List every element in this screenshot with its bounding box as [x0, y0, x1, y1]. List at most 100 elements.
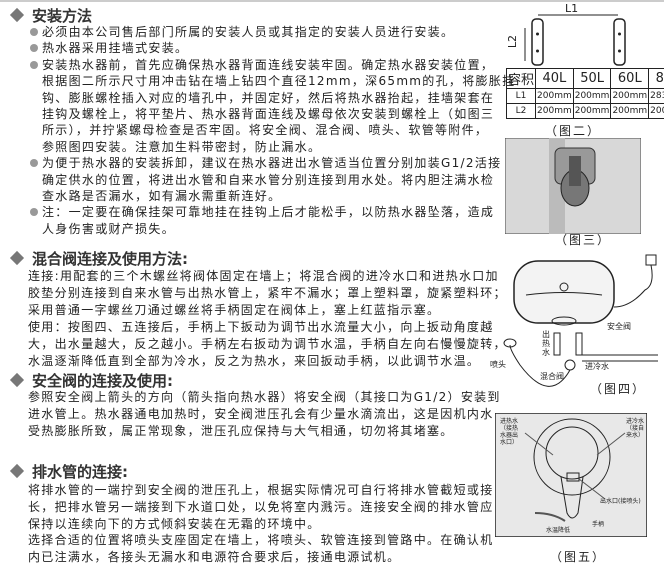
section-title-drain-pipe: 排水管的连接:	[8, 461, 128, 482]
diamond-bullet-icon	[9, 250, 25, 266]
line-text: 采用普通一字螺丝刀通过螺丝将手柄固定在阀体上，塞上红蓝指示塞。	[28, 303, 441, 317]
paragraph-line: 注：一定要在确保挂架可靠地挂在挂钩上后才能松手，以防热水器坠落，造成	[30, 204, 494, 220]
line-text: 受热膨胀所致，属正常现象，泄压孔应保持与大气相通，切勿将其堵塞。	[28, 424, 454, 438]
label-handle: 手柄	[592, 521, 605, 528]
table-header-cell: 60L	[610, 68, 650, 89]
line-text: 查水路是否漏水，如有漏水需重新连好。	[42, 189, 282, 203]
table-cell: 283mm	[648, 88, 664, 104]
line-text: 挂钩及螺栓上，将平垫片、热水器背面连线及螺母依次安装到螺栓上（如图三	[42, 107, 495, 121]
table-cell: 200mm	[535, 103, 574, 119]
table-header-cell: 80L	[648, 68, 664, 89]
line-text: 长，把排水管另一端接到下水道口处，以免将室内溅污。连接安全阀的排水管应	[28, 499, 494, 514]
line-text: 人身伤害或财产损失。	[42, 221, 176, 236]
label-shower-head: 喷头	[490, 360, 506, 369]
paragraph-line: 内已注满水，各接头无漏水和电源符合要求后，接通电源试机。	[28, 549, 400, 565]
line-text: 热水器采用挂墙式安装。	[42, 41, 189, 56]
label-hot-water-out: 出热水	[542, 330, 550, 357]
table-cell: 200mm	[572, 88, 612, 104]
figure3-bolt-photo	[505, 138, 641, 234]
paragraph-line: 钩、膨胀螺栓插入对应的墙孔中，并固定好，然后将热水器抬起，挂墙架套在	[42, 90, 494, 106]
paragraph-line: 人身伤害或财产损失。	[42, 221, 175, 237]
table-header-cell: 50L	[572, 68, 612, 89]
label-hot-water-in: 进热水（接热水器出水口）	[500, 418, 519, 446]
dim-l2-label: L2	[506, 34, 520, 49]
figure2-bracket-diagram	[524, 14, 626, 66]
paragraph-line: 连接:用配套的三个木螺丝将阀体固定在墙上；将混合阀的进冷水口和进热水口加	[28, 268, 499, 284]
paragraph-line: 选择合适的位置将喷头支座固定在墙上，将喷头、软管连接到管路中。在确认机	[28, 532, 494, 548]
label-cold-water-in: 进冷水（接自来水）	[626, 418, 645, 439]
figure2-caption: （图二）	[545, 124, 602, 138]
table-cell: 200mm	[572, 103, 612, 119]
line-text: 使用：按图四、五连接后，手柄上下扳动为调节出水流量大小，向上扳动角度越	[28, 320, 494, 334]
figure2-spec-table: 容积 40L 50L 60L 80L L1 200mm 200mm 200mm …	[505, 68, 664, 119]
table-cell: L1	[505, 88, 537, 104]
paragraph-line: 所示），并拧紧螺母检查是否牢固。将安全阀、混合阀、喷头、软管等附件，	[42, 122, 488, 138]
bullet-icon	[30, 208, 38, 217]
line-text: 保持以连续向下的方式倾斜安装在无霜的环境中。	[28, 516, 321, 531]
label-safety-valve: 安全阀	[607, 322, 631, 331]
paragraph-line: 进水管上。热水器通电加热时，安全阀泄压孔会有少量水滴流出，这是因机内水	[28, 406, 494, 422]
paragraph-line: 采用普通一字螺丝刀通过螺丝将手柄固定在阀体上，塞上红蓝指示塞。	[28, 302, 440, 318]
diamond-bullet-icon	[9, 463, 25, 479]
table-cell: L2	[505, 103, 537, 119]
paragraph-line: 将排水管的一端拧到安全阀的泄压孔上，根据实际情况可自行将排水管截短或接	[28, 482, 494, 498]
diamond-bullet-icon	[9, 372, 25, 388]
line-text: 安装热水器前，首先应确保热水器背面连线安装牢固。确定热水器安装位置，	[42, 57, 495, 72]
line-text: 确定供水的位置，将进出水管和自来水管分别连接到用水处。将内胆注满水检	[42, 172, 495, 187]
paragraph-line: 确定供水的位置，将进出水管和自来水管分别连接到用水处。将内胆注满水检	[42, 172, 494, 188]
line-text: 大，出水量越大，反之越小。手柄左右扳动为调节水温，手柄自左向右慢慢旋转，	[28, 337, 507, 351]
line-text: 进水管上。热水器通电加热时，安全阀泄压孔会有少量水滴流出，这是因机内水	[28, 407, 494, 421]
figure5-mixing-valve-diagram	[495, 413, 647, 537]
label-cold-water-in: 进冷水	[585, 362, 609, 371]
paragraph-line: 水温逐渐降低直到全部为冷水，反之为热水，来回扳动手柄，以此调节水温。	[28, 353, 480, 369]
paragraph-line: 为便于热水器的安装拆卸，建议在热水器进出水管适当位置分别加装G1/2活接	[30, 155, 501, 171]
dim-l1-label: L1	[565, 2, 579, 15]
label-outlet: 出水口(接喷头)	[600, 498, 641, 505]
label-mixing-valve: 混合阀	[540, 372, 564, 381]
line-text: 参照安全阀上箭头的方向（箭头指向热水器）将安全阀（其接口为G1/2）安装到	[28, 390, 501, 404]
figure4-caption: （图四）	[590, 382, 647, 396]
line-text: 所示），并拧紧螺母检查是否牢固。将安全阀、混合阀、喷头、软管等附件，	[42, 123, 489, 138]
section-title-install: 安装方法	[8, 5, 92, 26]
bullet-icon	[30, 44, 38, 53]
paragraph-line: 受热膨胀所致，属正常现象，泄压孔应保持与大气相通，切勿将其堵塞。	[28, 423, 454, 439]
section-title-safety-valve: 安全阀的连接及使用:	[8, 370, 173, 391]
bullet-icon	[30, 28, 38, 36]
table-header-cell: 40L	[535, 68, 574, 89]
figure4-installation-diagram	[503, 254, 658, 387]
line-text: 参照图四安装。注意加生料带密封，防止漏水。	[42, 139, 322, 154]
table-cell: 200mm	[610, 103, 650, 119]
line-text: 将排水管的一端拧到安全阀的泄压孔上，根据实际情况可自行将排水管截短或接	[28, 483, 494, 497]
paragraph-line: 安装热水器前，首先应确保热水器背面连线安装牢固。确定热水器安装位置，	[30, 57, 494, 73]
line-text: 胶垫分别连接到自来水管与出热水管上，紧牢不漏水；罩上塑料罩，旋紧塑料环；	[28, 286, 507, 300]
paragraph-line: 挂钩及螺栓上，将平垫片、热水器背面连线及螺母依次安装到螺栓上（如图三	[42, 106, 494, 122]
paragraph-line: 必须由本公司售后部门所属的安装人员或其指定的安装人员进行安装。	[30, 24, 454, 40]
figure3-caption: （图三）	[555, 233, 612, 247]
paragraph-line: 大，出水量越大，反之越小。手柄左右扳动为调节水温，手柄自左向右慢慢旋转，	[28, 336, 507, 352]
line-text: 选择合适的位置将喷头支座固定在墙上，将喷头、软管连接到管路中。在确认机	[28, 533, 494, 548]
diamond-bullet-icon	[9, 7, 25, 23]
paragraph-line: 使用：按图四、五连接后，手柄上下扳动为调节出水流量大小，向上扳动角度越	[28, 319, 494, 335]
table-row: L1 200mm 200mm 200mm 283mm	[505, 88, 664, 104]
figure5-caption: （图五）	[550, 550, 607, 564]
table-header-row: 容积 40L 50L 60L 80L	[505, 68, 664, 89]
paragraph-line: 长，把排水管另一端接到下水道口处，以免将室内溅污。连接安全阀的排水管应	[28, 499, 494, 515]
table-row: L2 200mm 200mm 200mm 200mm	[505, 103, 664, 119]
paragraph-line: 热水器采用挂墙式安装。	[30, 40, 188, 56]
table-cell: 200mm	[535, 88, 574, 104]
line-text: 注：一定要在确保挂架可靠地挂在挂钩上后才能松手，以防热水器坠落，造成	[42, 205, 495, 220]
line-text: 连接:用配套的三个木螺丝将阀体固定在墙上；将混合阀的进冷水口和进热水口加	[28, 269, 499, 283]
paragraph-line: 参照安全阀上箭头的方向（箭头指向热水器）将安全阀（其接口为G1/2）安装到	[28, 389, 501, 405]
table-cell: 200mm	[610, 88, 650, 104]
line-text: 内已注满水，各接头无漏水和电源符合要求后，接通电源试机。	[28, 550, 401, 565]
line-text: 钩、膨胀螺栓插入对应的墙孔中，并固定好，然后将热水器抬起，挂墙架套在	[42, 90, 495, 105]
label-temp-down: 水温降低	[546, 527, 571, 534]
table-header-cell: 容积	[505, 68, 537, 89]
line-text: 为便于热水器的安装拆卸，建议在热水器进出水管适当位置分别加装G1/2活接	[42, 156, 502, 171]
paragraph-line: 查水路是否漏水，如有漏水需重新连好。	[42, 188, 281, 204]
bullet-icon	[30, 60, 38, 69]
paragraph-line: 保持以连续向下的方式倾斜安装在无霜的环境中。	[28, 516, 321, 532]
paragraph-line: 胶垫分别连接到自来水管与出热水管上，紧牢不漏水；罩上塑料罩，旋紧塑料环；	[28, 285, 507, 301]
top-border	[0, 0, 664, 2]
